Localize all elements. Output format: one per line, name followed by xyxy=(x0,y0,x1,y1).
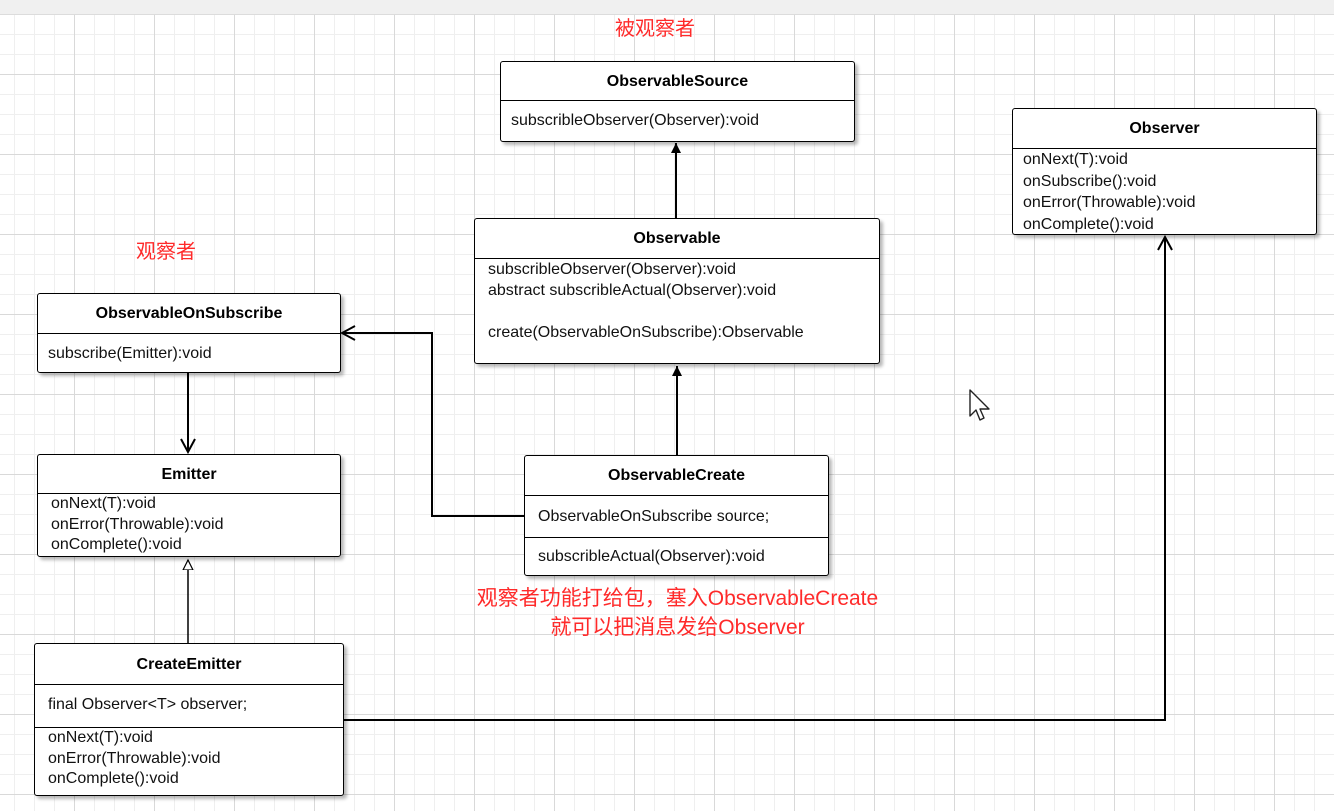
method: onNext(T):void xyxy=(48,729,153,746)
method: abstract subscribleActual(Observer):void xyxy=(488,282,777,299)
class-emitter[interactable]: Emitter onNext(T):void onError(Throwable… xyxy=(37,454,341,557)
method: onNext(T):void xyxy=(1023,151,1128,168)
class-create-emitter[interactable]: CreateEmitter final Observer<T> observer… xyxy=(34,643,344,796)
method: create(ObservableOnSubscribe):Observable xyxy=(488,324,804,341)
method: subscribleActual(Observer):void xyxy=(538,548,765,565)
class-observable-create[interactable]: ObservableCreate ObservableOnSubscribe s… xyxy=(524,455,829,576)
mouse-pointer-icon xyxy=(969,389,990,421)
class-name: Observer xyxy=(1013,109,1316,149)
methods-section: subscribleObserver(Observer):void xyxy=(501,101,854,131)
fields-section: ObservableOnSubscribe source; xyxy=(525,496,828,537)
field: final Observer<T> observer; xyxy=(48,696,248,713)
class-name: ObservableOnSubscribe xyxy=(38,294,340,334)
methods-section: subscribleActual(Observer):void xyxy=(525,537,828,567)
method: onError(Throwable):void xyxy=(1023,194,1196,211)
methods-section: subscribleObserver(Observer):void abstra… xyxy=(475,259,879,343)
class-name: CreateEmitter xyxy=(35,644,343,685)
annotation-note: 观察者功能打给包，塞入ObservableCreate 就可以把消息发给Obse… xyxy=(440,584,915,642)
window-top-bar xyxy=(0,0,1334,15)
annotation-line-2: 就可以把消息发给Observer xyxy=(550,616,805,639)
class-name: Emitter xyxy=(38,455,340,494)
observed-label: 被观察者 xyxy=(615,18,695,40)
method: onError(Throwable):void xyxy=(51,515,224,533)
methods-section: onNext(T):void onSubscribe():void onErro… xyxy=(1013,149,1316,235)
arrow-createemitter-to-observer xyxy=(344,237,1165,721)
observer-label: 观察者 xyxy=(136,241,196,263)
method: onSubscribe():void xyxy=(1023,172,1157,190)
methods-section: onNext(T):void onError(Throwable):void o… xyxy=(38,494,340,556)
class-observable-on-subscribe[interactable]: ObservableOnSubscribe subscribe(Emitter)… xyxy=(37,293,341,373)
method: onError(Throwable):void xyxy=(48,749,221,767)
class-observable[interactable]: Observable subscribleObserver(Observer):… xyxy=(474,218,880,364)
method: onComplete():void xyxy=(51,536,182,553)
method: onComplete():void xyxy=(48,770,179,787)
method: subscribe(Emitter):void xyxy=(48,345,212,362)
methods-section: subscribe(Emitter):void xyxy=(38,334,340,364)
class-name: ObservableSource xyxy=(501,62,854,101)
method: subscribleObserver(Observer):void xyxy=(511,112,760,129)
methods-section: onNext(T):void onError(Throwable):void o… xyxy=(35,727,343,790)
method: onComplete():void xyxy=(1023,215,1154,233)
field: ObservableOnSubscribe source; xyxy=(538,508,770,525)
method: subscribleObserver(Observer):void xyxy=(488,261,737,278)
class-observable-source[interactable]: ObservableSource subscribleObserver(Obse… xyxy=(500,61,855,142)
arrow-create-source-to-onsubscribe xyxy=(342,333,524,517)
annotation-line-1: 观察者功能打给包，塞入ObservableCreate xyxy=(476,587,879,610)
fields-section: final Observer<T> observer; xyxy=(35,685,343,727)
class-name: Observable xyxy=(475,219,879,259)
class-observer[interactable]: Observer onNext(T):void onSubscribe():vo… xyxy=(1012,108,1317,235)
method-spacer xyxy=(488,301,879,322)
method: onNext(T):void xyxy=(51,495,156,512)
class-name: ObservableCreate xyxy=(525,456,828,496)
